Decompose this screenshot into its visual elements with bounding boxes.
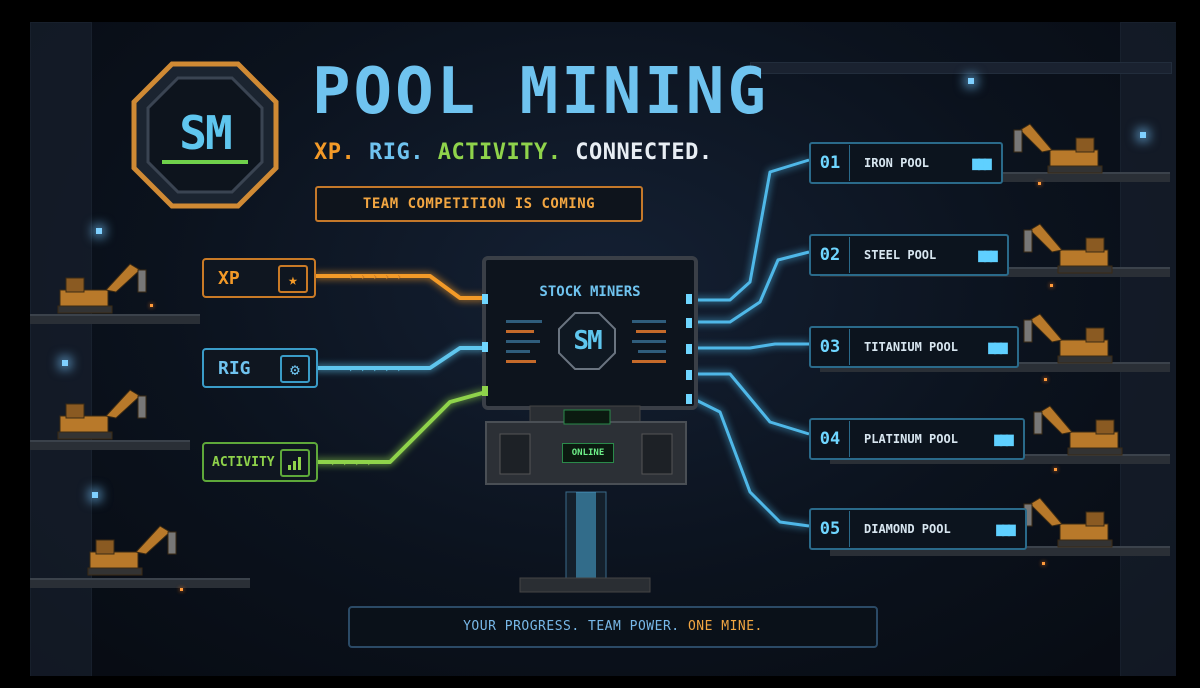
rig-label: RIG: [218, 357, 251, 379]
terminal-logo: SM: [558, 312, 616, 370]
team-icon: ▆▆▆: [978, 247, 997, 263]
pool-number: 04: [811, 421, 850, 457]
status-indicator: ONLINE: [562, 443, 614, 463]
excavator-icon: [1023, 313, 1113, 364]
connection-lines: › › › › › › › › › › › › › ›: [314, 158, 810, 528]
pool-card-diamond[interactable]: 05 DIAMOND POOL ▆▆▆: [809, 508, 1027, 550]
pool-connector: [692, 342, 809, 350]
rig-icon: ⚙: [280, 355, 310, 383]
pool-name: DIAMOND POOL: [864, 522, 951, 536]
xp-module[interactable]: XP ★: [202, 258, 316, 298]
excavator-icon: [57, 263, 147, 314]
excavator-icon: [57, 389, 147, 440]
pool-connector: [692, 250, 810, 324]
pool-name: IRON POOL: [864, 156, 930, 170]
tagline-xp: XP.: [314, 140, 356, 165]
pool-card-platinum[interactable]: 04 PLATINUM POOL ▆▆▆: [809, 418, 1025, 460]
sm-logo: SM: [130, 60, 280, 210]
svg-text:› › › › ›: › › › › ›: [348, 364, 402, 375]
page-title: POOL MINING: [312, 55, 769, 129]
pool-name: TITANIUM POOL: [864, 340, 958, 354]
pool-card-iron[interactable]: 01 IRON POOL ▆▆▆: [809, 142, 1003, 184]
pool-number: 02: [811, 237, 850, 273]
announcement-banner: TEAM COMPETITION IS COMING: [315, 186, 643, 222]
tagline-connected: CONNECTED.: [575, 140, 713, 165]
tagline: XP. RIG. ACTIVITY. CONNECTED.: [314, 140, 713, 165]
pool-card-steel[interactable]: 02 STEEL POOL ▆▆▆: [809, 234, 1009, 276]
game-scene: › › › › › › › › › › › › › › SM POOL MINI…: [30, 22, 1176, 676]
activity-module[interactable]: ACTIVITY: [202, 442, 318, 482]
terminal-readouts: [506, 320, 666, 363]
tagline-activity: ACTIVITY.: [437, 140, 562, 165]
footer-text: YOUR PROGRESS. TEAM POWER.: [463, 619, 680, 634]
excavator-illustrations: [57, 123, 1123, 576]
footer-banner: YOUR PROGRESS. TEAM POWER. ONE MINE.: [348, 606, 878, 648]
excavator-icon: [1023, 223, 1113, 274]
tagline-rig: RIG.: [369, 140, 424, 165]
footer-highlight: ONE MINE.: [687, 619, 763, 634]
activity-connector: [314, 390, 487, 464]
pool-number: 05: [811, 511, 850, 547]
svg-text:› › › ›: › › › ›: [330, 458, 372, 469]
excavator-icon: [87, 525, 177, 576]
pool-number: 03: [811, 329, 850, 365]
xp-connector: [314, 274, 486, 300]
pool-number: 01: [811, 145, 850, 181]
team-icon: ▆▆▆: [996, 521, 1015, 537]
rig-module[interactable]: RIG ⚙: [202, 348, 318, 388]
logo-text: SM: [179, 106, 232, 160]
pool-name: STEEL POOL: [864, 248, 937, 262]
terminal-title: STOCK MINERS: [539, 284, 641, 300]
activity-label: ACTIVITY: [212, 454, 275, 470]
central-terminal: STOCK MINERS SM: [482, 256, 698, 410]
bar-chart-icon: [280, 449, 310, 477]
svg-text:› › › › ›: › › › › ›: [348, 272, 402, 283]
pool-connector: [692, 158, 810, 302]
star-icon: ★: [278, 265, 308, 293]
excavator-icon: [1023, 497, 1113, 548]
excavator-icon: [1013, 123, 1103, 174]
pool-connector: [691, 396, 810, 528]
team-icon: ▆▆▆: [994, 431, 1013, 447]
pool-connector: [692, 372, 810, 436]
pool-name: PLATINUM POOL: [864, 432, 958, 446]
team-icon: ▆▆▆: [972, 155, 991, 171]
excavator-icon: [1033, 405, 1123, 456]
rig-connector: [314, 346, 486, 370]
pool-card-titanium[interactable]: 03 TITANIUM POOL ▆▆▆: [809, 326, 1019, 368]
team-icon: ▆▆▆: [988, 339, 1007, 355]
xp-label: XP: [218, 267, 240, 289]
